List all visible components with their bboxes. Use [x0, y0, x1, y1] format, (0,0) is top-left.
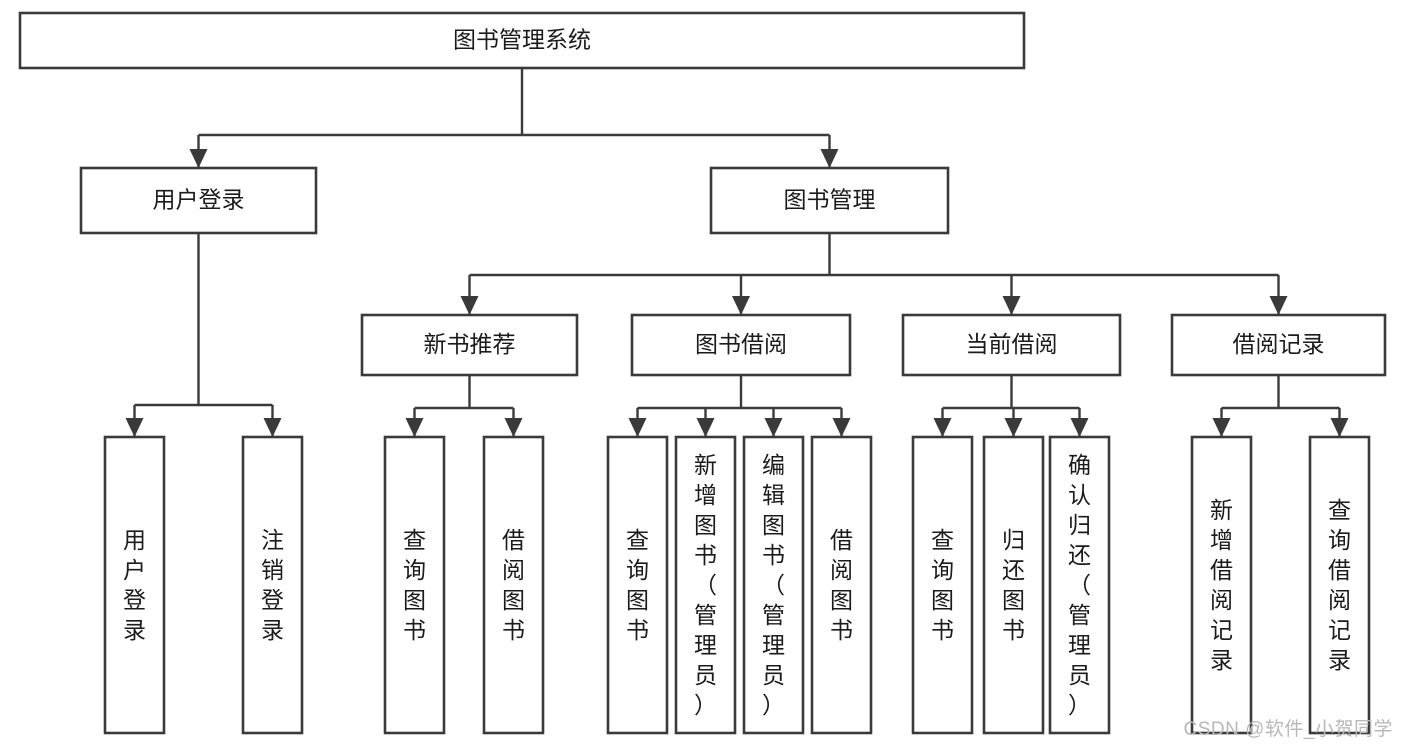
node-leaf-borrow-books[interactable]: 借阅图书 [810, 435, 873, 735]
node-leaf-confirm-return-admin-box[interactable] [1048, 435, 1111, 735]
node-leaf-confirm-return-admin[interactable]: 确认归还（管理员） [1048, 435, 1111, 735]
node-leaf-add-book-admin[interactable]: 新增图书（管理员） [674, 435, 737, 735]
node-borrow-record-label: 借阅记录 [1233, 331, 1325, 357]
arrow-head-icon [628, 418, 647, 437]
node-leaf-user-login[interactable]: 用户登录 [103, 435, 166, 735]
arrow-head-icon [1070, 418, 1089, 437]
node-leaf-return-books[interactable]: 归还图书 [982, 435, 1045, 735]
arrow-head-icon [1002, 296, 1021, 315]
node-leaf-add-borrow-record-label: 新增借阅记录 [1210, 497, 1233, 673]
node-new-book-recommend[interactable]: 新书推荐 [360, 313, 579, 377]
arrow-head-icon [832, 418, 851, 437]
node-root-root[interactable]: 图书管理系统 [18, 11, 1026, 70]
node-current-borrow-label: 当前借阅 [966, 331, 1058, 357]
node-leaf-add-book-admin-label: 新增图书（管理员） [694, 452, 717, 718]
connector-lines [125, 68, 1349, 437]
node-leaf-edit-book-admin[interactable]: 编辑图书（管理员） [742, 435, 805, 735]
node-leaf-query-books-recommend-label: 查询图书 [403, 527, 426, 643]
node-current-borrow[interactable]: 当前借阅 [901, 313, 1122, 377]
node-leaf-borrow-books-recommend[interactable]: 借阅图书 [482, 435, 545, 735]
arrow-head-icon [732, 296, 750, 315]
arrow-head-icon [263, 418, 282, 437]
node-leaf-query-books-borrow-label: 查询图书 [626, 527, 649, 643]
node-book-borrow-box[interactable] [630, 313, 852, 377]
arrow-head-icon [189, 149, 208, 168]
node-new-book-recommend-box[interactable] [360, 313, 579, 377]
node-leaf-query-books-current[interactable]: 查询图书 [911, 435, 974, 735]
node-leaf-borrow-books-box[interactable] [810, 435, 873, 735]
node-book-borrow[interactable]: 图书借阅 [630, 313, 852, 377]
node-root-root-label: 图书管理系统 [453, 27, 591, 53]
node-leaf-add-book-admin-box[interactable] [674, 435, 737, 735]
node-leaf-add-borrow-record-box[interactable] [1190, 435, 1253, 735]
node-leaf-query-books-recommend-box[interactable] [383, 435, 446, 735]
node-borrow-record[interactable]: 借阅记录 [1170, 313, 1387, 377]
node-leaf-edit-book-admin-label: 编辑图书（管理员） [762, 452, 785, 718]
node-root-root-box[interactable] [18, 11, 1026, 70]
node-leaf-logout[interactable]: 注销登录 [241, 435, 304, 735]
node-user-login-label: 用户登录 [153, 187, 245, 213]
node-book-management-box[interactable] [709, 166, 950, 235]
arrow-head-icon [405, 418, 424, 437]
csdn-watermark: CSDN @软件_小贺同学 [1183, 719, 1393, 740]
node-leaf-add-borrow-record[interactable]: 新增借阅记录 [1190, 435, 1253, 735]
node-book-borrow-label: 图书借阅 [695, 331, 787, 357]
node-leaf-user-login-label: 用户登录 [123, 527, 146, 643]
node-leaf-query-books-borrow-box[interactable] [606, 435, 669, 735]
node-leaf-return-books-box[interactable] [982, 435, 1045, 735]
node-leaf-borrow-books-recommend-box[interactable] [482, 435, 545, 735]
node-user-login[interactable]: 用户登录 [79, 166, 318, 235]
arrow-head-icon [933, 418, 952, 437]
node-leaf-return-books-label: 归还图书 [1002, 527, 1025, 643]
arrow-head-icon [504, 418, 523, 437]
node-user-login-box[interactable] [79, 166, 318, 235]
node-leaf-query-borrow-record[interactable]: 查询借阅记录 [1308, 435, 1371, 735]
node-new-book-recommend-label: 新书推荐 [424, 331, 516, 357]
node-book-management-label: 图书管理 [784, 187, 876, 213]
node-leaf-edit-book-admin-box[interactable] [742, 435, 805, 735]
arrow-head-icon [696, 418, 715, 437]
node-book-management[interactable]: 图书管理 [709, 166, 950, 235]
node-leaf-query-books-current-label: 查询图书 [931, 527, 954, 643]
node-leaf-query-books-current-box[interactable] [911, 435, 974, 735]
node-leaf-logout-box[interactable] [241, 435, 304, 735]
node-leaf-borrow-books-recommend-label: 借阅图书 [502, 527, 525, 643]
arrow-head-icon [820, 149, 839, 168]
arrow-head-icon [1330, 418, 1349, 437]
node-leaf-query-borrow-record-label: 查询借阅记录 [1328, 497, 1351, 673]
node-leaf-user-login-box[interactable] [103, 435, 166, 735]
arrow-head-icon [764, 418, 783, 437]
arrow-head-icon [1004, 418, 1023, 437]
arrow-head-icon [1269, 296, 1288, 315]
node-leaf-query-books-borrow[interactable]: 查询图书 [606, 435, 669, 735]
node-leaf-logout-label: 注销登录 [261, 527, 284, 643]
arrow-head-icon [1212, 418, 1231, 437]
node-leaf-query-borrow-record-box[interactable] [1308, 435, 1371, 735]
node-leaf-borrow-books-label: 借阅图书 [830, 527, 853, 643]
arrow-head-icon [460, 296, 479, 315]
arrow-head-icon [125, 418, 144, 437]
node-borrow-record-box[interactable] [1170, 313, 1387, 377]
node-leaf-confirm-return-admin-label: 确认归还（管理员） [1068, 452, 1091, 718]
diagram-nodes: 图书管理系统用户登录图书管理新书推荐图书借阅当前借阅借阅记录用户登录注销登录查询… [18, 11, 1387, 735]
node-current-borrow-box[interactable] [901, 313, 1122, 377]
node-leaf-query-books-recommend[interactable]: 查询图书 [383, 435, 446, 735]
